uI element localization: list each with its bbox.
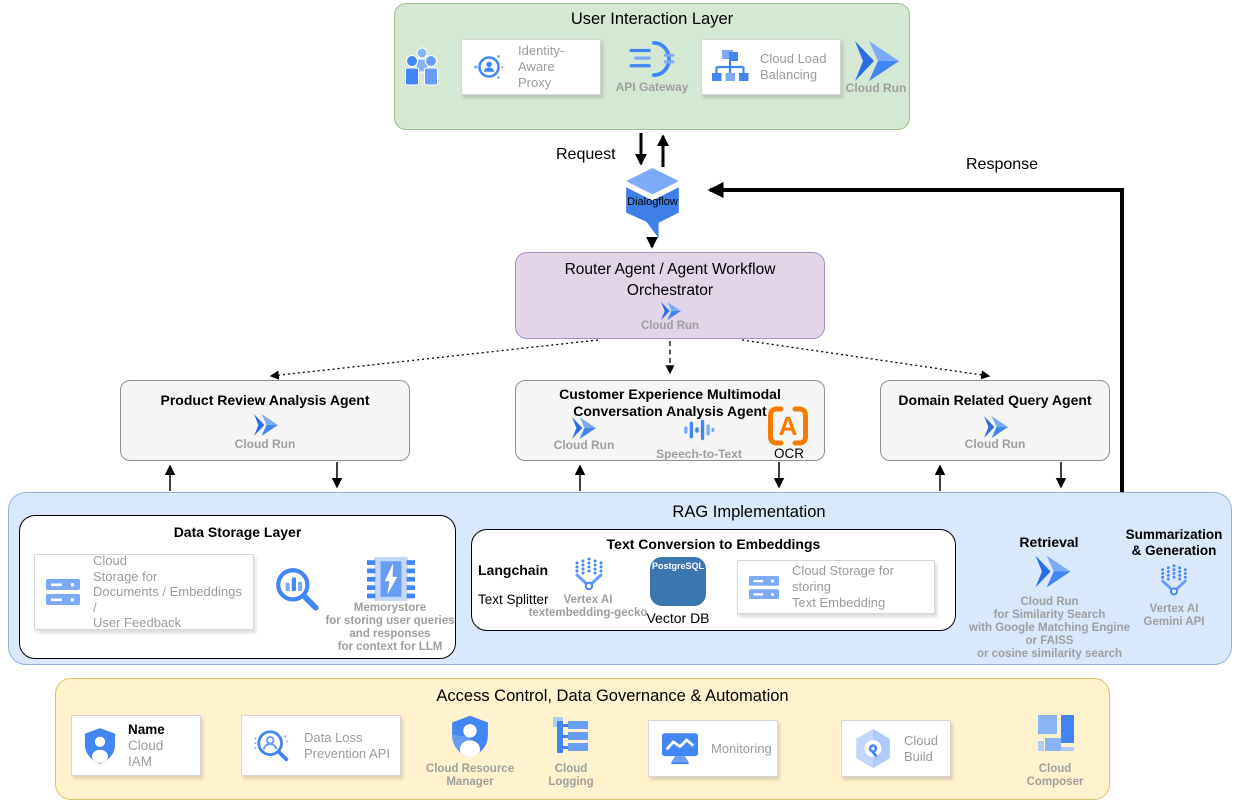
cloud-run-label: Cloud Run [964, 437, 1026, 451]
cloud-build-card: Cloud Build [841, 720, 951, 777]
domain-query-agent-title: Domain Related Query Agent [898, 392, 1092, 408]
dlp-icon [252, 727, 294, 765]
router-to-left-agent-arrow [269, 339, 599, 380]
data-storage-layer-title: Data Storage Layer [173, 524, 302, 540]
cloud-storage-icon [748, 574, 780, 601]
text-embedding-storage-card: Cloud Storage for storing Text Embedding [737, 560, 935, 614]
cloud-iam-icon [84, 727, 116, 765]
speech-to-text-icon [682, 417, 716, 443]
router-orchestrator-box: Router Agent / Agent Workflow Orchestrat… [515, 252, 825, 339]
monitoring-icon [661, 732, 699, 765]
user-interaction-layer-title: User Interaction Layer [570, 10, 734, 28]
cloud-run-icon [660, 302, 682, 320]
postgresql-icon: PostgreSQL [650, 557, 706, 606]
search-analytics-icon [272, 564, 322, 614]
monitoring-card: Monitoring [648, 720, 778, 777]
text-conversion-title: Text Conversion to Embeddings [606, 536, 821, 552]
rag-title: RAG Implementation [672, 503, 826, 521]
user-interaction-layer-box: User Interaction Layer [394, 3, 910, 130]
dlp-card: Data Loss Prevention API [241, 715, 401, 776]
data-storage-layer-box: Data Storage Layer Cloud Storage for [19, 515, 456, 659]
cloud-run-label: Cloud Run [845, 81, 907, 95]
governance-title: Access Control, Data Governance & Automa… [436, 687, 789, 705]
identity-aware-proxy-icon [470, 48, 508, 86]
langchain-label: Langchain [478, 562, 549, 578]
dlp-label: Data Loss Prevention API [304, 729, 390, 761]
dialogflow-label: Dialogflow [627, 196, 678, 208]
cloud-run-icon [983, 416, 1009, 438]
ocr-label: OCR [774, 446, 804, 461]
identity-aware-proxy-label: Identity- Aware Proxy [518, 43, 565, 90]
cloud-logging-label: Cloud Logging [548, 763, 594, 788]
router-title: Router Agent / Agent Workflow Orchestrat… [564, 261, 776, 299]
summarization-title: Summarization & Generation [1125, 527, 1223, 558]
cloud-storage-icon [45, 577, 81, 607]
vertex-ai-icon [569, 556, 609, 594]
memorystore-label: Memorystore for storing user queries and… [325, 602, 455, 653]
cloud-iam-label: Name Cloud IAM [128, 722, 165, 769]
speech-to-text-label: Speech-to-Text [656, 447, 742, 461]
cloud-build-label: Cloud Build [904, 732, 938, 764]
customer-experience-agent-box: Customer Experience Multimodal Conversat… [515, 380, 825, 461]
request-label: Request [556, 146, 616, 163]
gemini-api-caption: Vertex AI Gemini API [1143, 603, 1205, 628]
api-gateway-icon [629, 41, 675, 79]
retrieval-caption: Cloud Run for Similarity Search with Goo… [969, 596, 1130, 660]
dialogflow-icon [624, 168, 681, 241]
cloud-load-balancing-icon [710, 48, 750, 86]
retrieval-title: Retrieval [1019, 534, 1079, 550]
cloud-storage-label: Cloud Storage for Documents / Embeddings… [93, 553, 242, 631]
cloud-run-icon [253, 414, 279, 436]
postgresql-label: PostgreSQL [651, 561, 704, 571]
monitoring-label: Monitoring [711, 740, 772, 756]
api-gateway-label: API Gateway [615, 80, 689, 94]
product-review-agent-title: Product Review Analysis Agent [160, 392, 370, 408]
rag-implementation-box: RAG Implementation Data Storage Layer C [8, 492, 1232, 665]
cloud-load-balancing-label: Cloud Load Balancing [760, 51, 827, 82]
text-splitter-label: Text Splitter [478, 592, 549, 607]
memorystore-icon [367, 556, 415, 602]
product-review-agent-box: Product Review Analysis Agent Cloud Run [120, 380, 410, 461]
cloud-run-label: Cloud Run [553, 438, 615, 452]
text-conversion-box: Text Conversion to Embeddings Langchain … [471, 529, 956, 631]
domain-query-agent-box: Domain Related Query Agent Cloud Run [880, 380, 1110, 461]
vertex-ai-label: Vertex AI textembedding-gecko [528, 594, 648, 619]
cloud-build-icon [854, 728, 892, 769]
cloud-run-icon [1034, 555, 1072, 588]
router-to-right-agent-arrow [741, 339, 991, 380]
cloud-logging-icon [553, 715, 589, 759]
vector-db-label: Vector DB [646, 610, 710, 626]
cloud-iam-card: Name Cloud IAM [71, 715, 201, 776]
identity-aware-proxy-card: Identity- Aware Proxy [461, 39, 601, 95]
cloud-resource-manager-label: Cloud Resource Manager [425, 763, 515, 788]
cloud-run-icon [571, 417, 597, 439]
ocr-icon: A [765, 404, 811, 448]
governance-box: Access Control, Data Governance & Automa… [55, 678, 1110, 800]
cloud-resource-manager-icon [451, 714, 489, 760]
cloud-composer-icon [1036, 712, 1076, 758]
response-label: Response [966, 156, 1039, 173]
vertex-ai-icon [1155, 563, 1193, 599]
svg-text:A: A [779, 411, 798, 441]
cloud-composer-label: Cloud Composer [1026, 763, 1084, 788]
text-embedding-storage-label: Cloud Storage for storing Text Embedding [792, 563, 894, 610]
cloud-run-label: Cloud Run [640, 320, 700, 332]
cloud-run-label: Cloud Run [234, 437, 296, 451]
cloud-storage-card: Cloud Storage for Documents / Embeddings… [34, 553, 254, 631]
cloud-load-balancing-card: Cloud Load Balancing [701, 39, 841, 95]
users-icon [402, 42, 442, 94]
cloud-run-icon [853, 40, 901, 82]
